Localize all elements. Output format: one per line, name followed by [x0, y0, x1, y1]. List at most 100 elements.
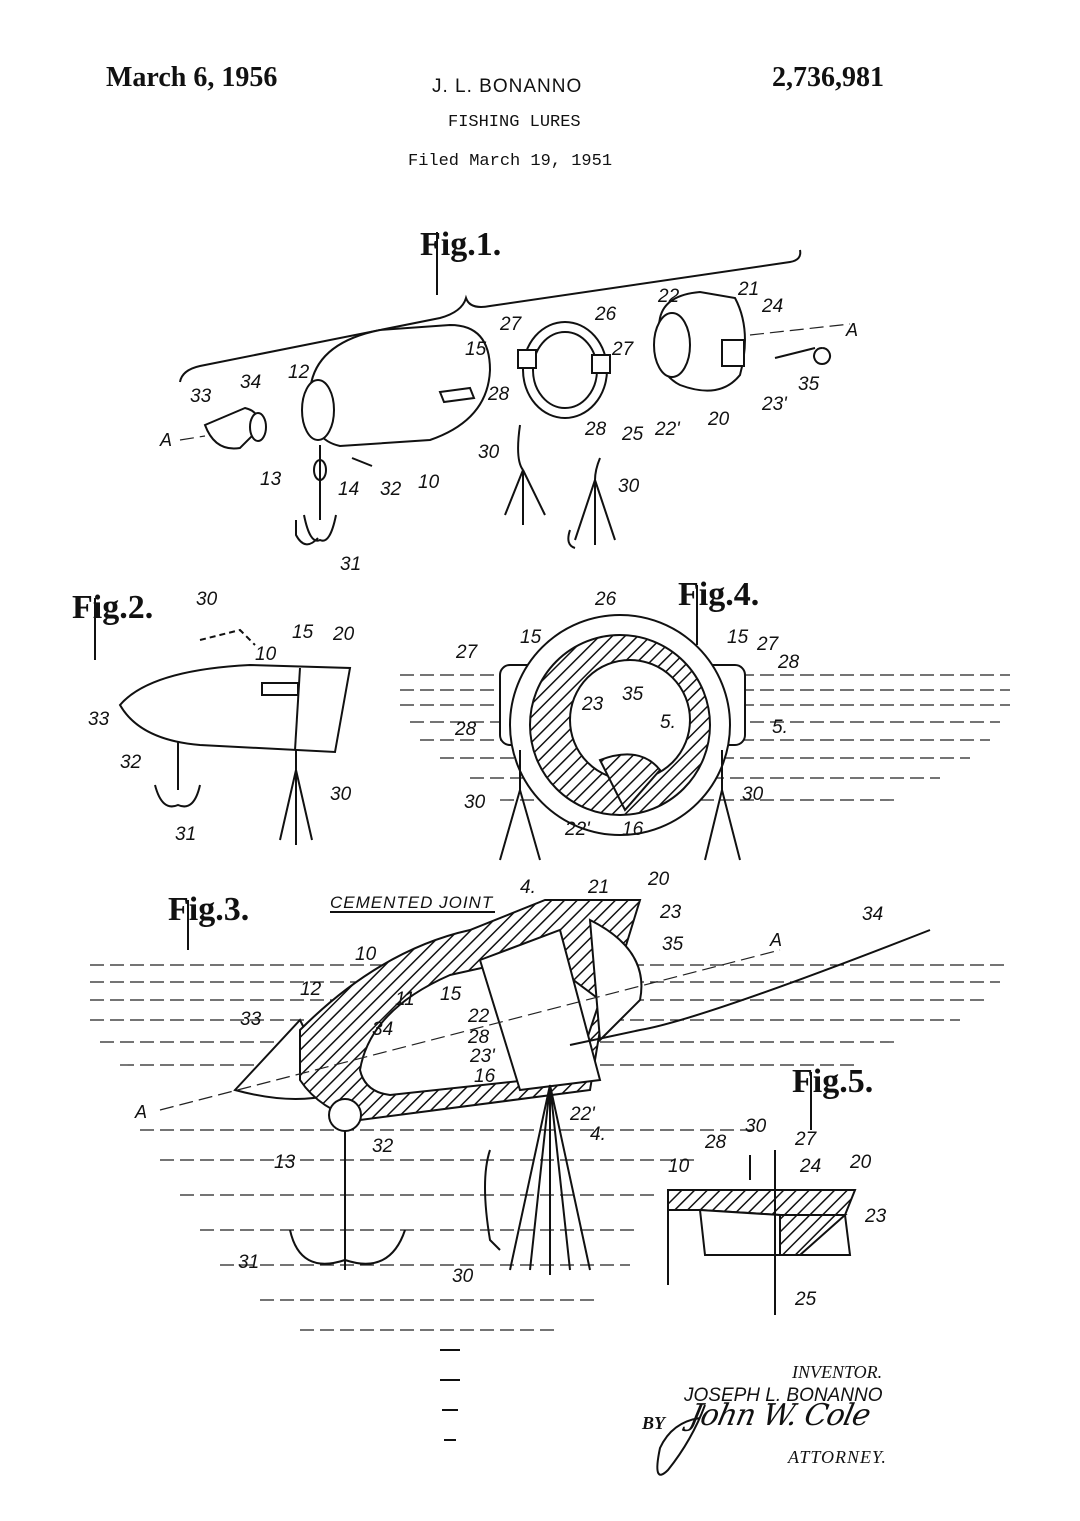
figure-3-numerals: 4. 21 20 23 35 34 10 12 33 11 34 15 22 2… [238, 869, 883, 1287]
reference-numeral: 21 [737, 279, 759, 300]
by-label: BY [642, 1413, 666, 1433]
reference-numeral: 27 [794, 1129, 818, 1150]
axis-label: A [845, 320, 858, 340]
inventor-full-name: JOSEPH L. BONANNO [684, 1385, 883, 1406]
reference-numeral: 12 [288, 362, 310, 383]
reference-numeral: 27 [499, 314, 523, 335]
reference-numeral: 35 [798, 374, 820, 395]
caption-cemented-joint: CEMENTED JOINT [330, 893, 494, 912]
figure-1-numerals: 33 34 12 13 14 32 10 15 31 27 26 28 27 2… [190, 279, 820, 575]
reference-numeral: 20 [707, 409, 730, 430]
patent-title: FISHING LURES [448, 113, 581, 132]
reference-numeral: 10 [355, 944, 377, 965]
reference-numeral: 10 [668, 1156, 690, 1177]
inventor-label: INVENTOR. [792, 1362, 883, 1382]
reference-numeral: 10 [418, 472, 440, 493]
reference-numeral: 12 [300, 979, 322, 1000]
reference-numeral: 34 [240, 372, 261, 393]
reference-numeral: 16 [622, 819, 644, 840]
filed-date: Filed March 19, 1951 [408, 152, 613, 171]
reference-numeral: 34 [372, 1019, 393, 1040]
axis-label: A [769, 930, 782, 950]
reference-numeral: 28 [487, 384, 510, 405]
reference-numeral: 31 [340, 554, 361, 575]
reference-numeral: 22' [569, 1104, 596, 1125]
lure-side-view [118, 663, 352, 754]
figure-3-label: Fig.3. [168, 891, 249, 928]
reference-numeral: 15 [520, 627, 542, 648]
reference-numeral: 28 [467, 1027, 490, 1048]
reference-numeral: 23 [581, 694, 604, 715]
reference-numeral: 32 [380, 479, 402, 500]
figure-1: Fig.1. A A 33 [159, 226, 858, 575]
reference-numeral: 25 [794, 1289, 817, 1310]
reference-numeral: 24 [761, 296, 783, 317]
reference-numeral: 30 [330, 784, 352, 805]
reference-numeral: 25 [621, 424, 644, 445]
figure-4-numerals: 26 27 15 15 27 28 28 23 35 5. 5. 30 22' … [454, 589, 800, 840]
figure-4: Fig.4. 26 27 15 15 27 28 28 [400, 576, 1010, 861]
reference-numeral: 26 [594, 304, 617, 325]
reference-numeral: 15 [440, 984, 462, 1005]
reference-numeral: 33 [88, 709, 110, 730]
attorney-label: ATTORNEY. [788, 1447, 887, 1467]
reference-numeral: 13 [260, 469, 282, 490]
reference-numeral: 22' [654, 419, 681, 440]
reference-numeral: 30 [478, 442, 500, 463]
reference-numeral: 15 [727, 627, 749, 648]
reference-numeral: 26 [594, 589, 617, 610]
reference-numeral: 13 [274, 1152, 296, 1173]
patent-date: March 6, 1956 [106, 62, 278, 93]
reference-numeral: 15 [465, 339, 487, 360]
reference-numeral: 11 [395, 989, 415, 1010]
reference-numeral: 4. [520, 877, 536, 898]
reference-numeral: 16 [474, 1066, 496, 1087]
reference-numeral: 31 [175, 824, 196, 845]
reference-numeral: 30 [464, 792, 486, 813]
reference-numeral: 22 [657, 286, 680, 307]
reference-numeral: 21 [587, 877, 609, 898]
reference-numeral: 30 [745, 1116, 767, 1137]
reference-numeral: 5. [660, 712, 676, 733]
reference-numeral: 20 [849, 1152, 872, 1173]
reference-numeral: 23' [469, 1046, 496, 1067]
figure-2-label: Fig.2. [72, 589, 153, 626]
reference-numeral: 22' [564, 819, 591, 840]
attorney-signature: John W. Cole [686, 1398, 874, 1433]
lure-body [308, 323, 492, 448]
figure-5: Fig.5. 30 28 27 24 20 10 23 25 [667, 1063, 887, 1315]
reference-numeral: 23 [864, 1206, 887, 1227]
reference-numeral: 35 [622, 684, 644, 705]
reference-numeral: 28 [584, 419, 607, 440]
reference-numeral: 35 [662, 934, 684, 955]
reference-numeral: 33 [240, 1009, 262, 1030]
reference-numeral: 30 [618, 476, 640, 497]
reference-numeral: 14 [338, 479, 359, 500]
figure-4-label: Fig.4. [678, 576, 759, 613]
reference-numeral: 10 [255, 644, 277, 665]
reference-numeral: 34 [862, 904, 883, 925]
axis-label: A [159, 430, 172, 450]
screw-eye [774, 347, 831, 365]
patent-number: 2,736,981 [772, 62, 884, 93]
reflection-dashes [440, 1349, 460, 1441]
reference-numeral: 28 [777, 652, 800, 673]
water-lines [90, 964, 1010, 1331]
reference-numeral: 30 [196, 589, 218, 610]
reference-numeral: 33 [190, 386, 212, 407]
figure-1-label: Fig.1. [420, 226, 501, 263]
reference-numeral: 32 [372, 1136, 394, 1157]
figure-3: Fig.3. CEMENTED JOINT [90, 869, 1010, 1441]
reference-numeral: 23 [659, 902, 682, 923]
reference-numeral: 30 [452, 1266, 474, 1287]
inventor-heading: J. L. BONANNO [432, 76, 583, 97]
reference-numeral: 27 [455, 642, 479, 663]
figure-5-label: Fig.5. [792, 1063, 873, 1100]
reference-numeral: 27 [611, 339, 635, 360]
reference-numeral: 15 [292, 622, 314, 643]
reference-numeral: 28 [704, 1132, 727, 1153]
figure-5-numerals: 30 28 27 24 20 10 23 25 [668, 1116, 887, 1310]
reference-numeral: 24 [799, 1156, 821, 1177]
signature-flourish [656, 1404, 706, 1476]
fishing-line [569, 929, 931, 1046]
